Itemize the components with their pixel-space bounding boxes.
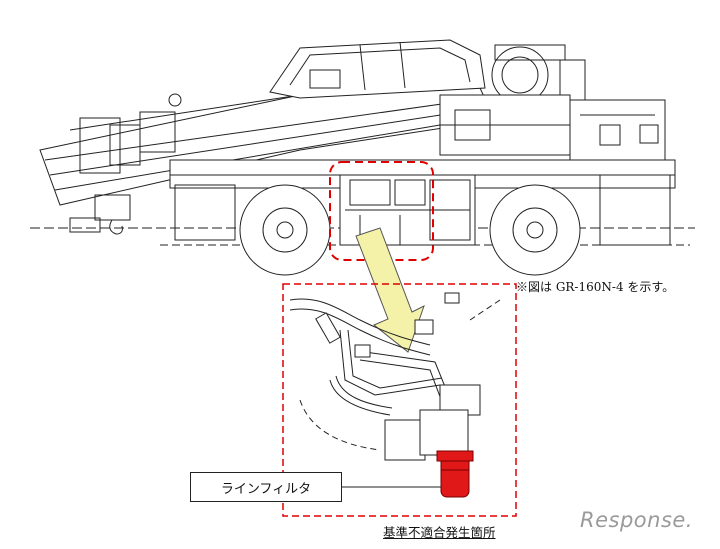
operator-cab (269, 39, 486, 99)
response-watermark: Response. (580, 508, 693, 532)
pointer-arrow (355, 227, 425, 353)
hook-block (69, 194, 131, 235)
model-note: ※図は GR-160N-4 を示す。 (516, 280, 675, 294)
line-filter-label: ラインフィルタ (190, 472, 342, 502)
defect-location-caption: 基準不適合発生箇所 (383, 525, 496, 540)
superstructure (439, 94, 571, 156)
rear-wheel (489, 184, 581, 276)
highlight-region (329, 161, 434, 261)
front-wheel (239, 184, 331, 276)
chassis (30, 159, 695, 246)
detail-frame (282, 283, 517, 517)
piping-detail (289, 292, 501, 461)
line-filter-icon (436, 450, 474, 498)
counterweight (569, 99, 666, 161)
